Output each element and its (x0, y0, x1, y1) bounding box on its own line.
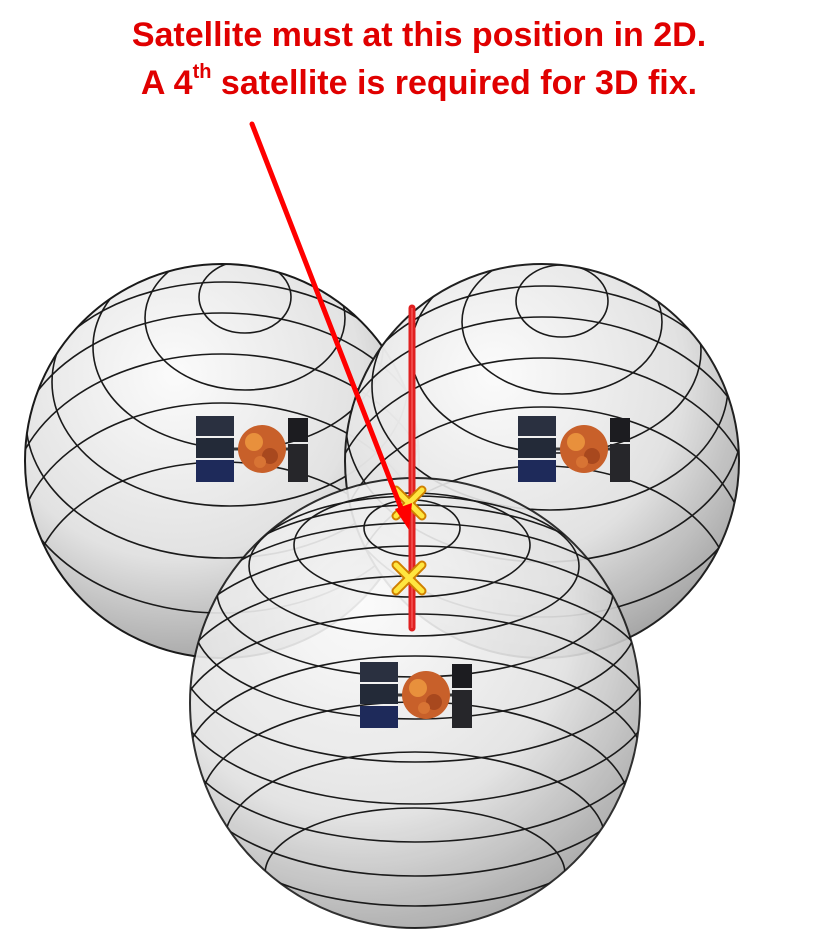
annotation-line-2: A 4th satellite is required for 3D fix. (0, 62, 838, 104)
annotation-superscript: th (192, 60, 212, 83)
annotation-line-2-prefix: A 4 (140, 64, 193, 102)
annotation-line-2-suffix: satellite is required for 3D fix. (211, 64, 698, 102)
annotation-arrow (249, 121, 412, 530)
x-marker (391, 560, 427, 596)
annotation-line-1: Satellite must at this position in 2D. (0, 14, 838, 56)
annotation-line-1-text: Satellite must at this position in 2D. (131, 16, 707, 54)
